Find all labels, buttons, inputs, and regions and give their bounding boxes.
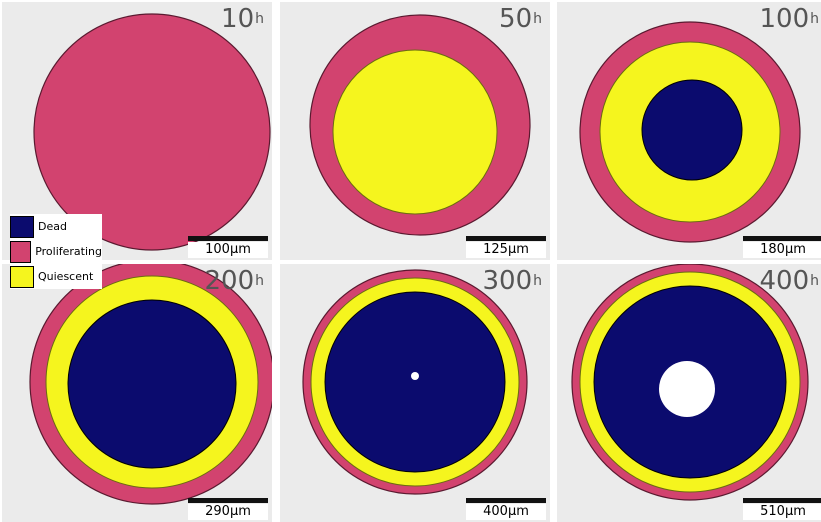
legend-swatch-quiescent [10, 265, 34, 288]
spheroid-50h [309, 14, 531, 236]
time-label: 100h [759, 4, 819, 34]
legend-label: Proliferating [35, 245, 102, 258]
spheroid-10h [33, 13, 271, 251]
spheroid-400h [571, 264, 809, 501]
spheroid-300h [302, 269, 528, 495]
spheroid-100h [579, 21, 801, 243]
panel-300h: 300h 400μm [280, 264, 550, 522]
panel-100h: 100h 180μm [557, 2, 821, 260]
legend: Dead Proliferating Quiescent [10, 214, 102, 289]
time-label: 200h [204, 266, 264, 296]
time-label: 10h [221, 4, 264, 34]
scale-bar: 125μm [466, 236, 546, 258]
spheroid-200h [29, 264, 272, 505]
legend-item-proliferating: Proliferating [10, 239, 102, 264]
legend-item-quiescent: Quiescent [10, 264, 102, 289]
time-label: 300h [482, 266, 542, 296]
scale-bar: 180μm [743, 236, 821, 258]
panel-400h: 400h 510μm [557, 264, 821, 522]
panel-200h: 200h 290μm [2, 264, 272, 522]
time-label: 50h [499, 4, 542, 34]
panel-50h: 50h 125μm [280, 2, 550, 260]
scale-bar: 510μm [743, 498, 821, 520]
scale-bar: 100μm [188, 236, 268, 258]
scale-bar: 290μm [188, 498, 268, 520]
legend-label: Dead [38, 220, 67, 233]
scale-bar: 400μm [466, 498, 546, 520]
panel-10h: 10h 100μm [2, 2, 272, 260]
legend-swatch-dead [10, 215, 34, 238]
legend-item-dead: Dead [10, 214, 102, 239]
time-label: 400h [759, 266, 819, 296]
legend-label: Quiescent [38, 270, 94, 283]
legend-swatch-proliferating [10, 240, 32, 263]
